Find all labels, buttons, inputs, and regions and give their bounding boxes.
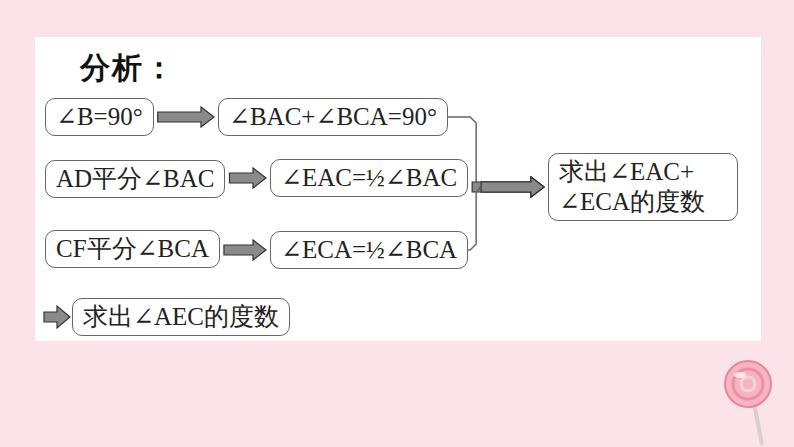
process-box: ∠EAC=½∠BAC [270, 159, 468, 197]
process-box: 求出∠AEC的度数 [72, 298, 290, 336]
box-text: 求出∠EAC+ ∠ECA的度数 [559, 157, 727, 217]
flow-arrow [472, 177, 544, 197]
box-text: AD平分∠BAC [56, 164, 214, 194]
box-text: ∠B=90° [56, 102, 143, 132]
box-text: ∠BAC+∠BCA=90° [229, 102, 437, 132]
flow-arrow [224, 240, 266, 260]
block-arrow [44, 306, 70, 328]
box-text: 求出∠AEC的度数 [83, 302, 279, 332]
process-box: ∠BAC+∠BCA=90° [218, 98, 448, 136]
process-box: AD平分∠BAC [45, 160, 225, 198]
flow-arrow [158, 107, 214, 127]
box-text: ∠EAC=½∠BAC [281, 163, 457, 193]
flow-arrow [468, 177, 544, 250]
white-panel [35, 37, 761, 341]
flow-arrow [229, 168, 266, 188]
heading: 分析： [80, 48, 176, 89]
process-box: 求出∠EAC+ ∠ECA的度数 [548, 153, 738, 221]
box-text: ∠ECA=½∠BCA [281, 235, 457, 265]
box-text: CF平分∠BCA [56, 234, 209, 264]
process-box: ∠B=90° [45, 98, 154, 136]
process-box: CF平分∠BCA [45, 230, 220, 268]
process-box: ∠ECA=½∠BCA [270, 231, 468, 269]
lollipop-icon [725, 361, 771, 445]
